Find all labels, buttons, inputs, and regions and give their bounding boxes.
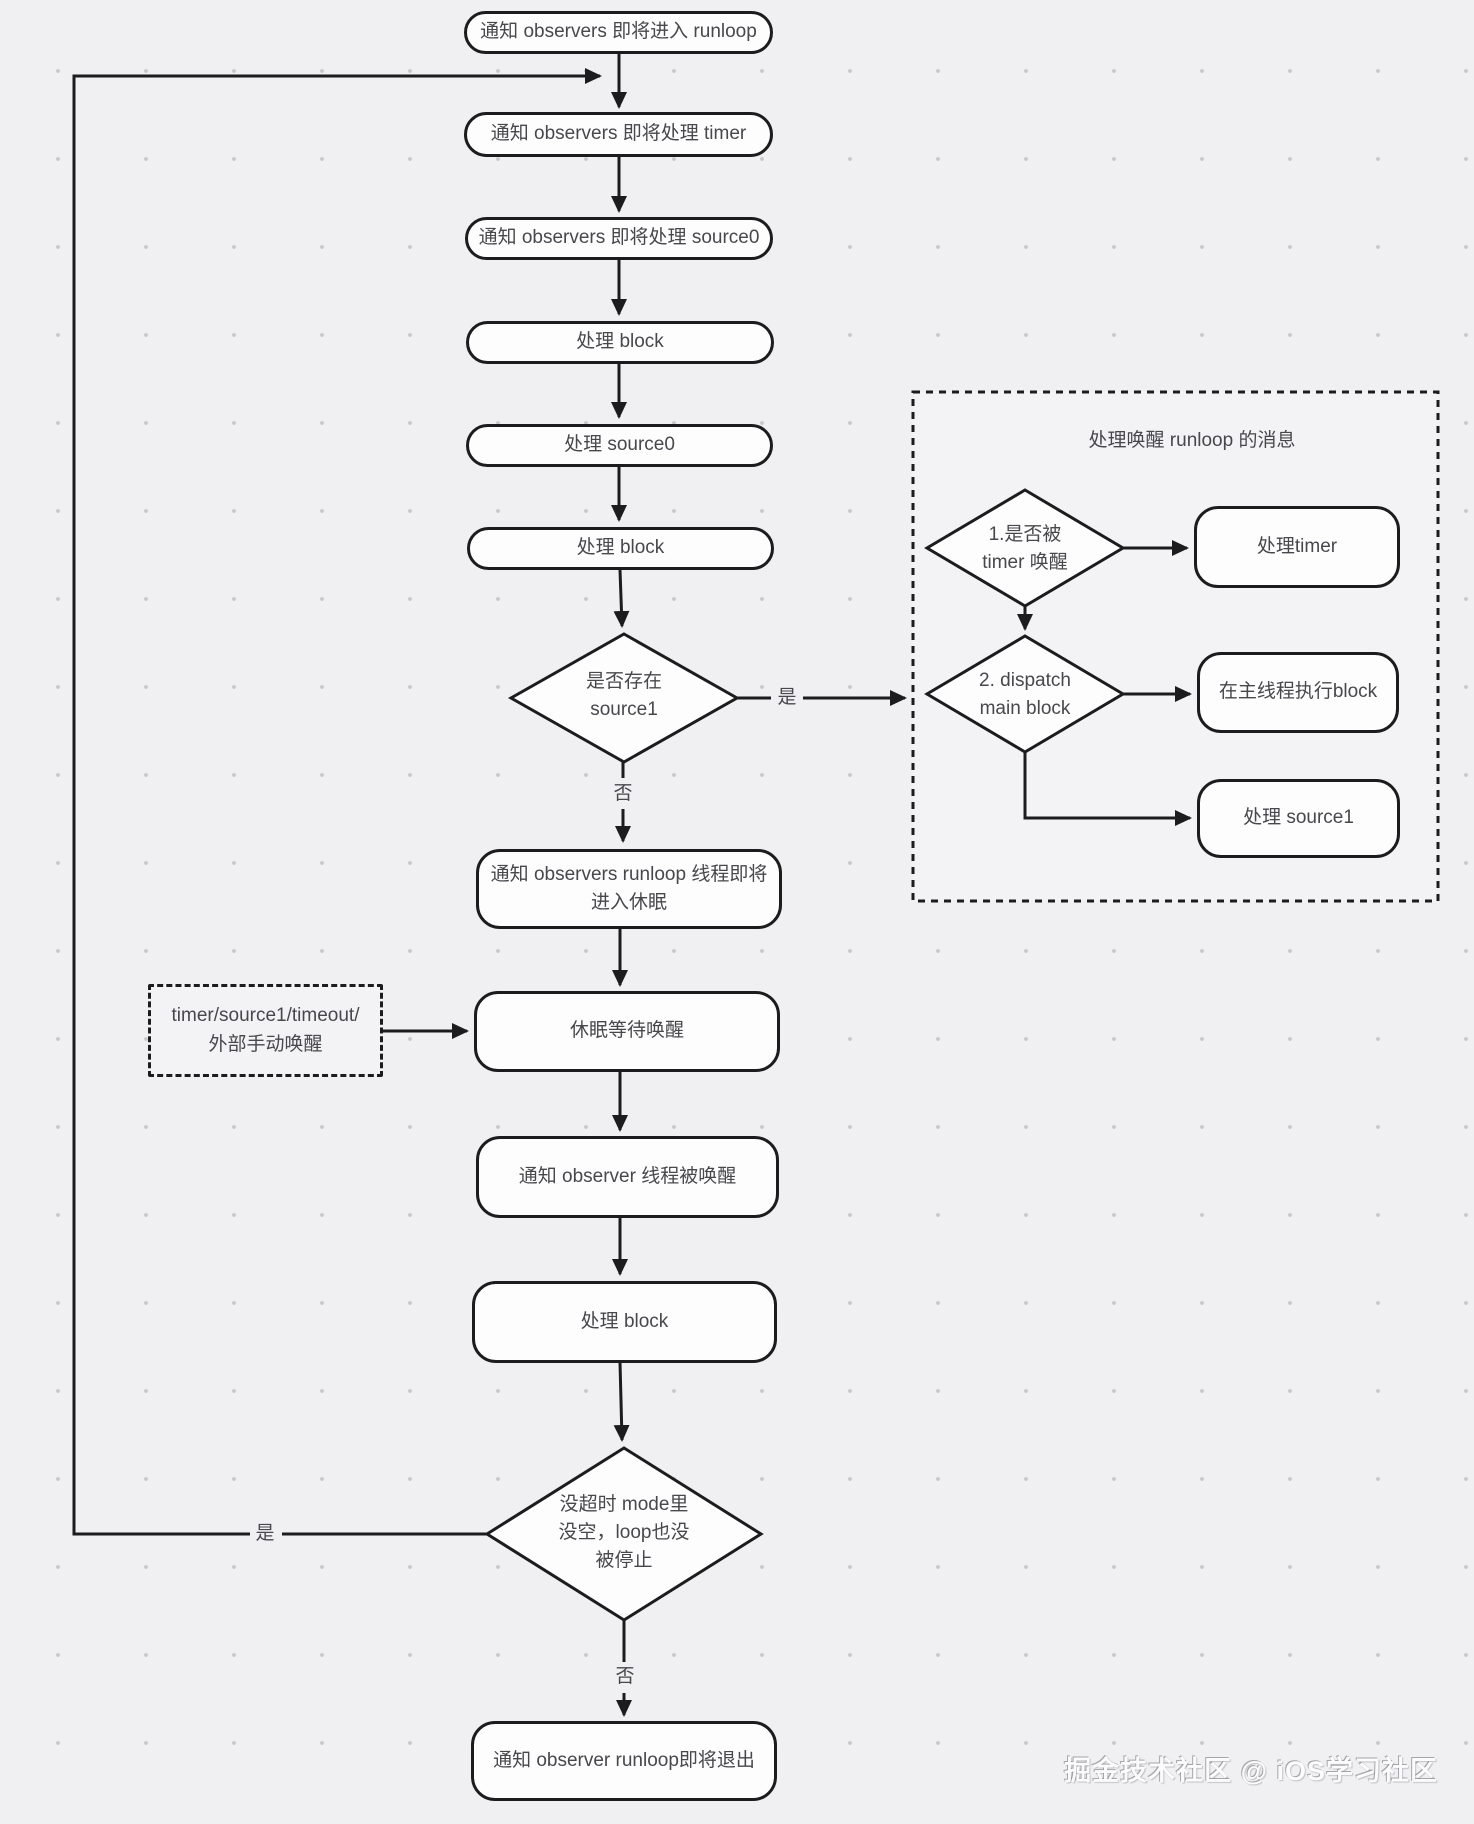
node-handle-source1: 处理 source1 [1197,779,1400,858]
edge-label-yes-source1: 是 [774,685,800,711]
decision-loop-check [484,1446,764,1622]
node-handle-block-1: 处理 block [466,321,774,364]
node-notify-thread-woken: 通知 observer 线程被唤醒 [476,1136,779,1218]
node-handle-block-2: 处理 block [467,527,774,570]
node-notify-about-to-sleep: 通知 observers runloop 线程即将 进入休眠 [476,849,782,929]
node-notify-enter-runloop: 通知 observers 即将进入 runloop [464,11,773,54]
node-handle-timer: 处理timer [1194,506,1400,588]
node-sleep-wait-wake: 休眠等待唤醒 [474,991,780,1072]
node-notify-exit-runloop: 通知 observer runloop即将退出 [471,1721,777,1801]
connector-block3-to-loopcheck [613,1361,630,1442]
decision-has-source1 [507,632,741,764]
decision-loop-check-label: 没超时 mode里 没空，loop也没 被停止 [558,1494,690,1572]
wake-panel-title: 处理唤醒 runloop 的消息 [1088,430,1296,451]
connector-d2-to-source1 [1023,752,1192,826]
node-notify-process-source0: 通知 observers 即将处理 source0 [465,217,773,260]
decision-timer-woke-label: 1.是否被 timer 唤醒 [982,524,1068,574]
node-notify-process-timer: 通知 observers 即将处理 timer [464,112,773,157]
node-handle-block-3: 处理 block [472,1281,777,1363]
watermark: 掘金技术社区 @ iOS学习社区 [1064,1756,1438,1786]
decision-has-source1-label: 是否存在 source1 [585,671,662,721]
decision-dispatch-main-block [924,634,1126,754]
node-main-thread-exec-block: 在主线程执行block [1197,652,1399,733]
edge-label-no-loop: 否 [612,1664,638,1690]
node-wake-sources: timer/source1/timeout/ 外部手动唤醒 [148,984,383,1077]
edge-label-no-source1: 否 [610,781,636,807]
connector-block2-to-diamond [613,569,630,628]
node-handle-source0: 处理 source0 [466,424,773,467]
edge-label-yes-loop: 是 [252,1521,278,1547]
decision-timer-woke [924,488,1126,608]
connector-loopback [72,68,602,1536]
decision-dispatch-label: 2. dispatch main block [979,670,1071,720]
